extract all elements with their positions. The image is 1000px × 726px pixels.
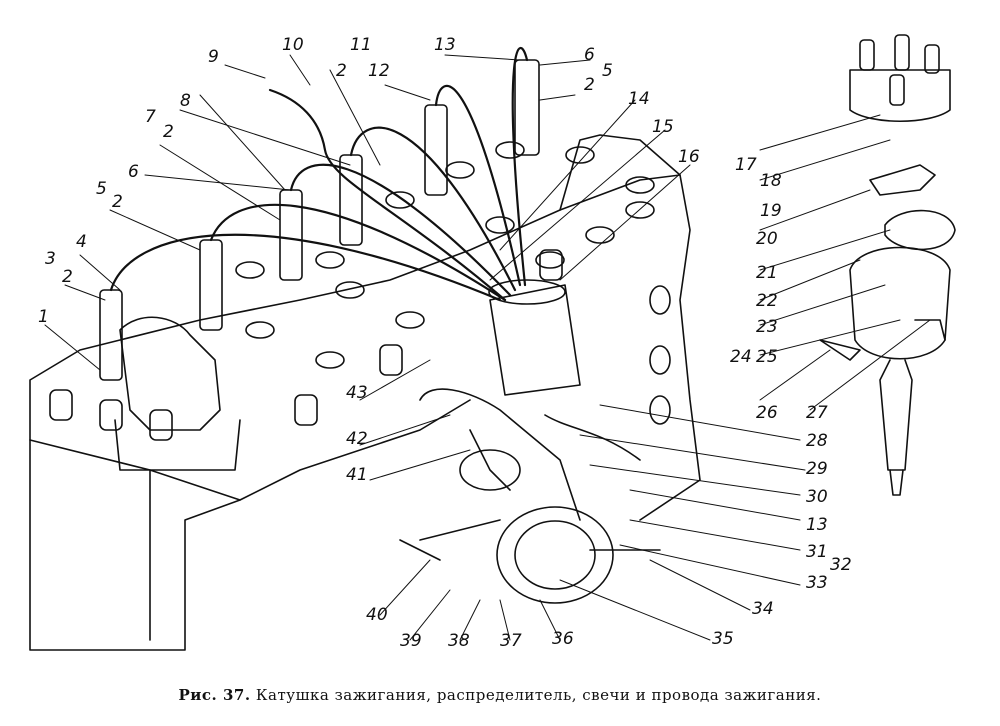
callout-8: 8 (180, 91, 191, 111)
callout-6: 6 (128, 162, 139, 182)
low-voltage-wires (419, 388, 661, 551)
callout-2c: 2 (163, 122, 174, 142)
cylinder-head-bolts (235, 141, 671, 425)
callout-36: 36 (552, 629, 574, 649)
callout-38: 38 (448, 631, 470, 651)
callout-6b: 6 (584, 45, 595, 65)
callout-22: 22 (756, 291, 778, 311)
callout-31: 31 (806, 542, 828, 562)
ht-wires (109, 46, 529, 302)
spark-plugs (99, 59, 540, 381)
callout-41: 41 (346, 465, 368, 485)
distributor-installed (399, 429, 614, 604)
callout-2e: 2 (584, 75, 595, 95)
distributor-cap (849, 69, 951, 122)
callout-5: 5 (96, 179, 107, 199)
callout-11: 11 (350, 35, 372, 55)
callout-21: 21 (756, 263, 778, 283)
leader-lines (44, 54, 931, 641)
callout-18: 18 (760, 171, 782, 191)
callout-2b: 2 (112, 192, 123, 212)
callout-3: 3 (45, 249, 56, 269)
callout-42: 42 (346, 429, 368, 449)
callout-10: 10 (282, 35, 304, 55)
caption-prefix: Рис. 37. (178, 686, 251, 704)
callout-14: 14 (628, 89, 650, 109)
callout-19: 19 (760, 201, 782, 221)
callout-1: 1 (38, 307, 49, 327)
callout-15: 15 (652, 117, 674, 137)
callout-13b: 13 (806, 515, 828, 535)
distributor-body (849, 246, 951, 360)
callout-12: 12 (368, 61, 390, 81)
callout-29: 29 (806, 459, 828, 479)
caption-text: Катушка зажигания, распределитель, свечи… (255, 686, 822, 704)
ignition-coil (488, 279, 581, 396)
callout-30: 30 (806, 487, 828, 507)
callout-23: 23 (756, 317, 778, 337)
callout-13a: 13 (434, 35, 456, 55)
callout-35: 35 (712, 629, 734, 649)
centrifugal-plate (884, 209, 956, 251)
rotor (869, 164, 936, 196)
block-studs (49, 249, 563, 441)
callout-37: 37 (500, 631, 522, 651)
callout-43: 43 (346, 383, 368, 403)
callout-5b: 5 (602, 61, 613, 81)
callout-34: 34 (752, 599, 774, 619)
callout-40: 40 (366, 605, 388, 625)
figure-caption: Рис. 37. Катушка зажигания, распределите… (0, 686, 1000, 704)
callout-20: 20 (756, 229, 778, 249)
callout-26: 26 (756, 403, 778, 423)
callout-32: 32 (830, 555, 852, 575)
water-outlet (119, 316, 221, 431)
callout-25: 25 (756, 347, 778, 367)
distributor-exploded (819, 34, 956, 496)
callout-16: 16 (678, 147, 700, 167)
callout-27: 27 (806, 403, 828, 423)
callout-33: 33 (806, 573, 828, 593)
callout-17: 17 (735, 155, 757, 175)
callout-2d: 2 (336, 61, 347, 81)
callout-4: 4 (76, 232, 87, 252)
callout-28: 28 (806, 431, 828, 451)
callout-24: 24 (730, 347, 752, 367)
callout-2a: 2 (62, 267, 73, 287)
callout-7: 7 (145, 107, 156, 127)
engine-block (29, 174, 701, 651)
callout-9: 9 (208, 47, 219, 67)
callout-39: 39 (400, 631, 422, 651)
